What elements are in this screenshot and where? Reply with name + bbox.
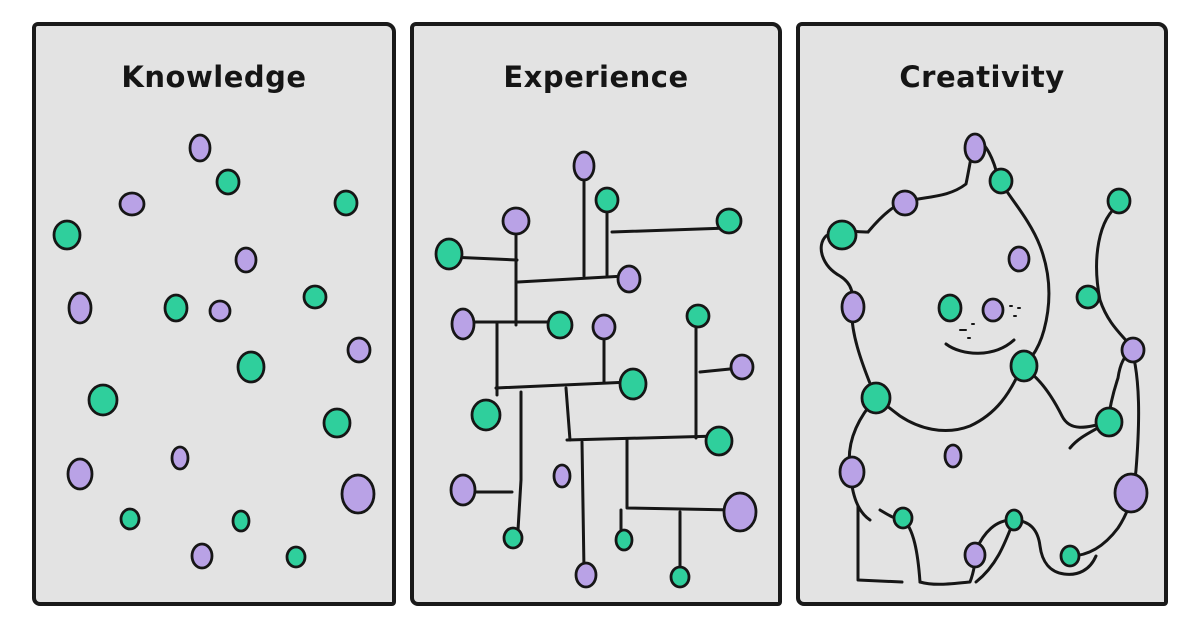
panel-experience: Experience	[410, 22, 782, 606]
panel-title-knowledge: Knowledge	[121, 60, 307, 94]
panel-creativity: Creativity	[796, 22, 1168, 606]
panel-title-creativity: Creativity	[899, 60, 1065, 94]
panel-knowledge: Knowledge	[32, 22, 396, 606]
panel-title-experience: Experience	[503, 60, 689, 94]
